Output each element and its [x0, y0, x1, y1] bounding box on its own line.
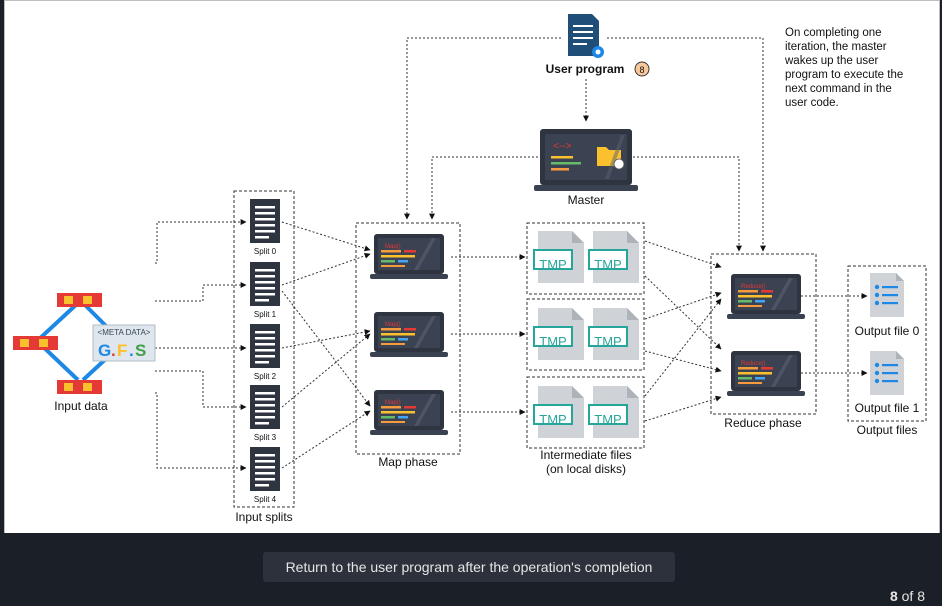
gfs-letter: .: [129, 341, 134, 360]
input-data-graph-icon: [13, 293, 111, 394]
map-phase-label: Map phase: [378, 455, 438, 469]
gfs-letter: .: [111, 341, 116, 360]
split-label: Split 4: [254, 495, 277, 504]
group-boxes: [233, 190, 927, 508]
output-file-icon: [870, 351, 904, 395]
page-total: of 8: [901, 588, 925, 604]
input-splits-label: Input splits: [235, 510, 292, 524]
tmp-group-1: [526, 298, 645, 371]
intermediate-sublabel: (on local disks): [546, 462, 626, 476]
note-line: next command in the: [785, 83, 892, 95]
svg-text:<-->: <-->: [553, 141, 572, 152]
page-current: 8: [889, 588, 898, 604]
input-splits-box: [233, 190, 295, 508]
output-file-label: Output file 1: [855, 401, 920, 415]
map-worker-label: Map(): [385, 322, 401, 328]
map-worker-laptop-icon: [370, 390, 448, 435]
iteration-note: On completing one iteration, the master …: [784, 27, 903, 109]
output-file-icon: [870, 273, 904, 317]
master-label: Master: [568, 193, 605, 207]
slide-page-counter: 8 of 8: [890, 588, 925, 604]
step-badge: [634, 61, 650, 77]
output-files-label: Output files: [857, 423, 918, 437]
split-label: Split 1: [254, 310, 277, 319]
step-badge-number: 8: [639, 65, 644, 75]
slide-footer: Return to the user program after the ope…: [0, 533, 942, 606]
tmp-group-0: [526, 222, 645, 295]
reduce-phase-label: Reduce phase: [724, 416, 802, 430]
map-phase: Map() Map() Map() Map phase: [370, 234, 448, 469]
tmp-group-2: [526, 376, 645, 449]
output-files-box: [847, 265, 927, 422]
master-node: <--> Master: [534, 129, 638, 207]
input-data-node: <META DATA> G . F . S Input data: [13, 293, 156, 413]
tmp-label: TMP: [594, 412, 621, 427]
split-label: Split 3: [254, 433, 277, 442]
user-program-node: User program 8: [546, 14, 650, 77]
output-file-label: Output file 0: [855, 324, 920, 338]
intermediate-files: TMP TMP TMP TMP TMP TMP Intermediate fil…: [533, 230, 640, 476]
note-line: iteration, the master: [785, 41, 887, 53]
note-line: wakes up the user: [784, 55, 879, 67]
gfs-letter: S: [135, 341, 146, 360]
gfs-letter: F: [117, 341, 127, 360]
map-worker-laptop-icon: [370, 234, 448, 279]
map-worker-label: Map(): [385, 400, 401, 406]
split-doc-icon: [250, 199, 280, 243]
split-doc-icon: [250, 385, 280, 429]
gfs-letter: G: [98, 341, 111, 360]
output-files: Output file 0 Output file 1 Output files: [855, 273, 920, 437]
input-data-label: Input data: [54, 399, 108, 413]
reduce-worker-laptop-icon: [727, 351, 805, 396]
split-label: Split 0: [254, 247, 277, 256]
diagram-canvas: User program 8 On completing one iterati…: [4, 0, 940, 534]
intermediate-label: Intermediate files: [540, 448, 631, 462]
note-line: user code.: [785, 97, 839, 109]
note-line: On completing one: [785, 27, 882, 39]
map-worker-label: Map(): [385, 244, 401, 250]
split-label: Split 2: [254, 372, 277, 381]
input-splits: Split 0 Split 1 Split 2 Split 3 Split 4 …: [235, 199, 293, 524]
reduce-worker-label: Reduce(): [741, 284, 766, 290]
slide-caption: Return to the user program after the ope…: [263, 552, 675, 582]
reduce-phase: Reduce() Reduce() Reduce phase: [724, 274, 805, 430]
reduce-worker-laptop-icon: [727, 274, 805, 319]
tmp-label: TMP: [594, 257, 621, 272]
tmp-label: TMP: [539, 257, 566, 272]
user-program-label: User program: [546, 62, 625, 76]
tmp-label: TMP: [594, 334, 621, 349]
connection-lines: [155, 37, 868, 471]
split-doc-icon: [250, 447, 280, 491]
map-worker-laptop-icon: [370, 312, 448, 357]
split-doc-icon: [250, 262, 280, 306]
user-program-icon: [568, 14, 604, 58]
split-doc-icon: [250, 324, 280, 368]
gfs-meta-label: <META DATA>: [98, 328, 151, 337]
reduce-worker-label: Reduce(): [741, 361, 766, 367]
mapreduce-diagram: User program 8 On completing one iterati…: [13, 14, 927, 524]
map-phase-box: [355, 222, 461, 455]
master-laptop-icon: <-->: [534, 129, 638, 191]
gfs-icon: <META DATA> G . F . S: [92, 324, 156, 362]
tmp-label: TMP: [539, 412, 566, 427]
note-line: program to execute the: [785, 69, 903, 81]
tmp-label: TMP: [539, 334, 566, 349]
reduce-phase-box: [710, 253, 817, 415]
